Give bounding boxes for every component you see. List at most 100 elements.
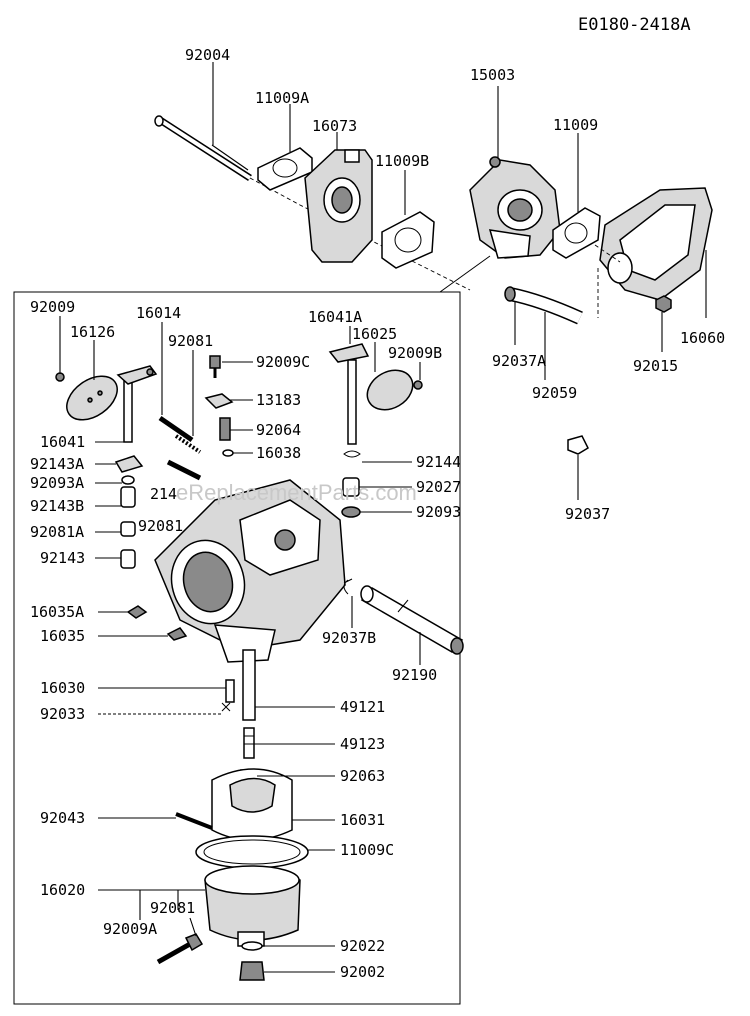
idle-screw-214 — [166, 459, 202, 481]
label-15003: 15003 — [470, 66, 515, 84]
label-16126: 16126 — [70, 323, 115, 341]
label-11009: 11009 — [553, 116, 598, 134]
label-92143a: 92143A — [30, 455, 84, 473]
label-11009a: 11009A — [255, 89, 309, 107]
label-13183: 13183 — [256, 391, 301, 409]
label-92190: 92190 — [392, 666, 437, 684]
air-cleaner-base-16060 — [599, 187, 713, 301]
label-92093a: 92093A — [30, 474, 84, 492]
label-92059: 92059 — [532, 384, 577, 402]
label-92037b: 92037B — [322, 629, 376, 647]
washer-92093 — [341, 506, 361, 518]
label-92037: 92037 — [565, 505, 610, 523]
clip-92037 — [567, 435, 589, 455]
hose-92059 — [504, 286, 583, 325]
gasket-11009c — [195, 835, 309, 869]
label-11009c: 11009C — [340, 841, 394, 859]
detail-box-outline — [13, 291, 461, 1005]
label-92027: 92027 — [416, 478, 461, 496]
label-16041: 16041 — [40, 433, 85, 451]
label-92063: 92063 — [340, 767, 385, 785]
gasket-11009 — [552, 207, 601, 259]
main-jet-49121 — [242, 649, 256, 721]
label-92033: 92033 — [40, 705, 85, 723]
bushing-92143b — [120, 486, 136, 508]
label-16031: 16031 — [340, 811, 385, 829]
label-16073: 16073 — [312, 117, 357, 135]
throttle-shaft-16041 — [116, 365, 158, 443]
leader-lines — [59, 62, 707, 973]
label-92081-mid: 92081 — [138, 517, 183, 535]
throttle-plate-16126 — [66, 375, 118, 421]
label-92009b: 92009B — [388, 344, 442, 362]
label-16025: 16025 — [352, 325, 397, 343]
watermark: eReplacementParts.com — [176, 480, 417, 505]
diagram-code: E0180-2418A — [578, 15, 691, 35]
pilot-jet-16030 — [225, 679, 235, 703]
gasket-11009a — [257, 147, 313, 191]
label-92143: 92143 — [40, 549, 85, 567]
float-bowl-16020 — [204, 865, 301, 947]
label-92081-bottom: 92081 — [150, 899, 195, 917]
label-16041a: 16041A — [308, 308, 362, 326]
carburetor-assembly-15003 — [469, 156, 561, 259]
clip-92037b — [343, 578, 353, 595]
label-214: 214 — [150, 485, 177, 503]
jet-16035 — [166, 627, 188, 641]
washer-92022 — [241, 941, 263, 951]
label-92015: 92015 — [633, 357, 678, 375]
spring-92144 — [343, 450, 361, 458]
label-16035: 16035 — [40, 627, 85, 645]
insulator-16073 — [304, 149, 373, 263]
label-92064: 92064 — [256, 421, 301, 439]
label-16038: 16038 — [256, 444, 301, 462]
tube-92190 — [360, 585, 464, 655]
gasket-11009b — [381, 211, 435, 269]
screw-92064 — [219, 417, 231, 441]
bolt-92002 — [239, 961, 265, 981]
label-92093: 92093 — [416, 503, 461, 521]
label-92037a: 92037A — [492, 352, 546, 370]
label-11009b: 11009B — [375, 152, 429, 170]
pilot-screw-16014 — [158, 415, 202, 454]
label-92081-top: 92081 — [168, 332, 213, 350]
oring-16038 — [222, 449, 234, 457]
label-92022: 92022 — [340, 937, 385, 955]
washer-92093a — [121, 475, 135, 485]
part-labels: 92004 11009A 16073 11009B 15003 11009 16… — [30, 46, 725, 981]
label-92081a: 92081A — [30, 523, 84, 541]
choke-shaft-16041a — [328, 343, 370, 445]
label-16030: 16030 — [40, 679, 85, 697]
float-16031 — [175, 768, 293, 841]
screw-92009b — [413, 380, 423, 390]
needle-49123 — [243, 727, 255, 759]
label-92009a: 92009A — [103, 920, 157, 938]
label-92043: 92043 — [40, 809, 85, 827]
label-16014: 16014 — [136, 304, 181, 322]
seal-92143a — [114, 455, 144, 473]
screw-92009 — [55, 372, 65, 382]
stud-92004 — [154, 115, 252, 181]
label-92002: 92002 — [340, 963, 385, 981]
jet-16035a — [126, 605, 148, 619]
spring-92081a — [120, 521, 136, 537]
carburetor-body — [154, 479, 346, 663]
drain-screw-92009a — [156, 933, 204, 965]
label-92143b: 92143B — [30, 497, 84, 515]
clip-92033 — [221, 702, 231, 712]
nut-92015 — [655, 295, 672, 313]
label-49121: 49121 — [340, 698, 385, 716]
label-92009c: 92009C — [256, 353, 310, 371]
label-49123: 49123 — [340, 735, 385, 753]
label-92144: 92144 — [416, 453, 461, 471]
label-16060: 16060 — [680, 329, 725, 347]
choke-plate-16025 — [366, 369, 414, 411]
label-92009: 92009 — [30, 298, 75, 316]
label-92004: 92004 — [185, 46, 230, 64]
label-16035a: 16035A — [30, 603, 84, 621]
screw-92009c — [209, 355, 221, 378]
bracket-13183 — [204, 393, 234, 409]
seal-92143 — [120, 549, 136, 569]
label-16020: 16020 — [40, 881, 85, 899]
